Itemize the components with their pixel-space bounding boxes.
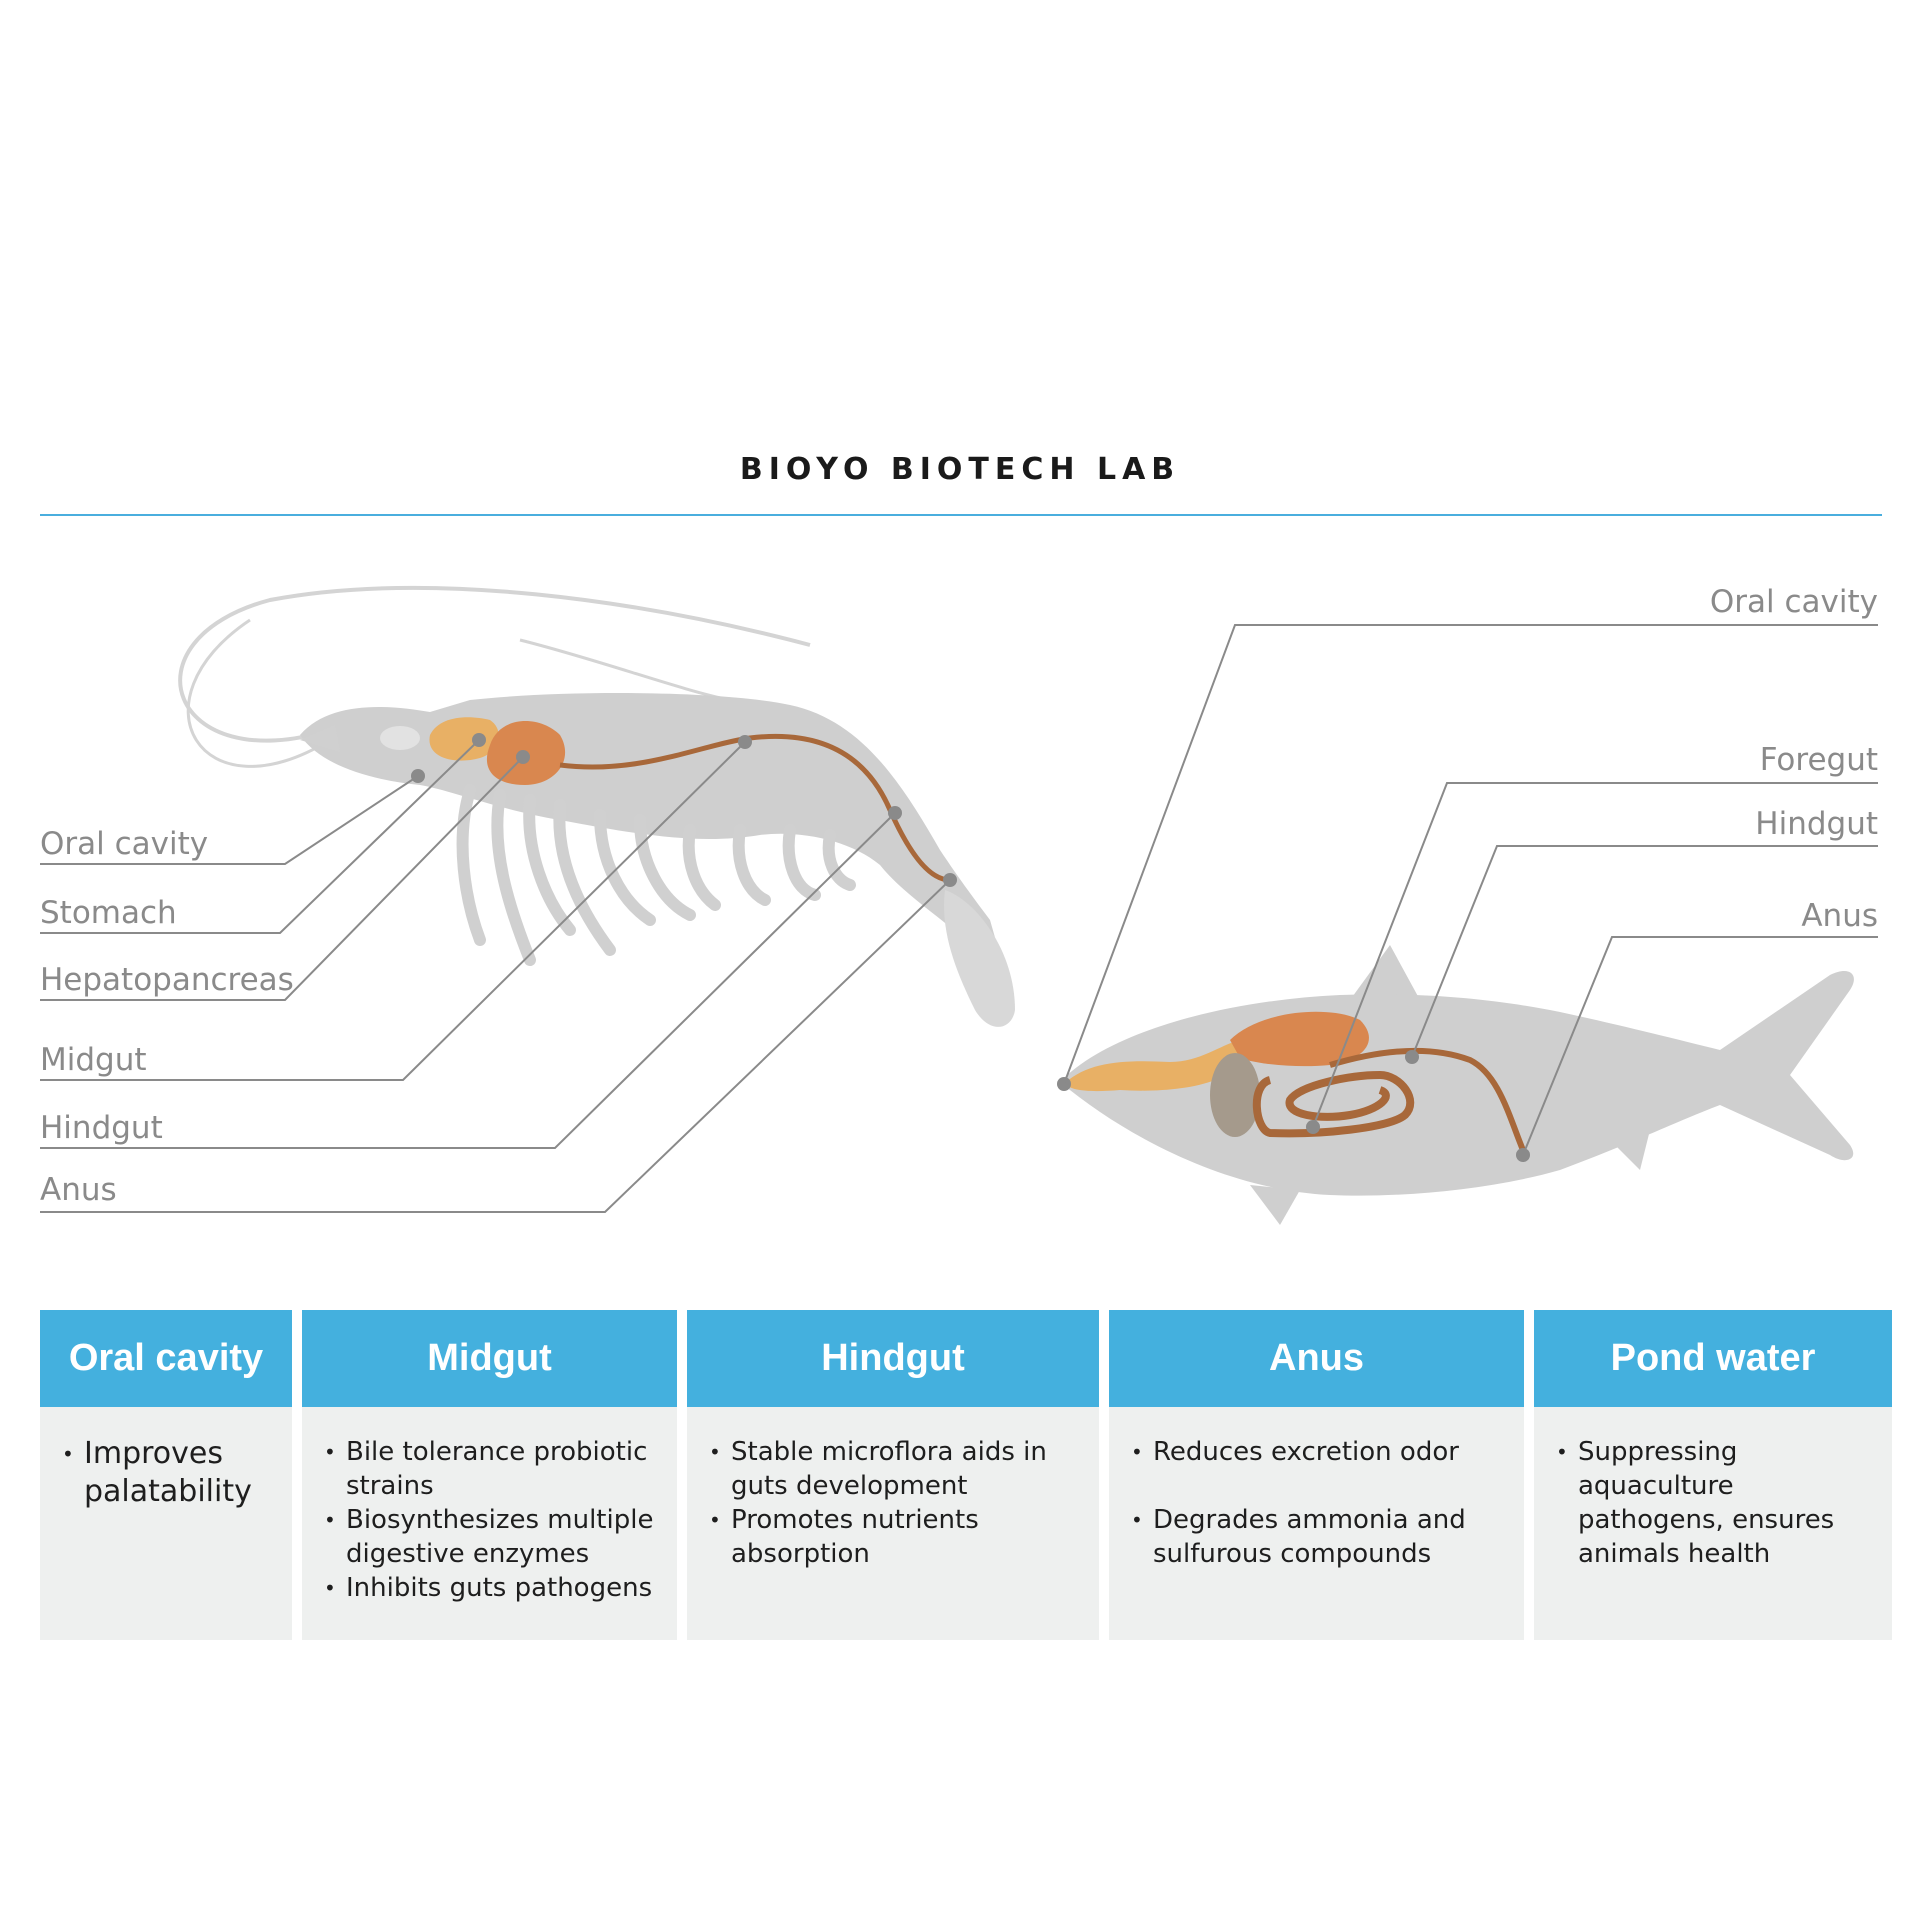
bullet-item: Degrades ammonia and sulfurous compounds (1131, 1503, 1504, 1571)
column-body: Stable microflora aids in guts developme… (687, 1407, 1099, 1640)
fish-leader-lines (1063, 624, 1878, 1156)
shrimp-leader-lines (40, 739, 951, 1213)
column-header: Midgut (302, 1310, 677, 1407)
fish-label-anus: Anus (1801, 898, 1878, 934)
shrimp-label-anus: Anus (40, 1172, 117, 1208)
fish-label-oral-cavity: Oral cavity (1710, 584, 1878, 620)
table-column-pond-water: Pond water Suppressing aquaculture patho… (1534, 1310, 1892, 1640)
column-body: Bile tolerance probiotic strains Biosynt… (302, 1407, 677, 1640)
brand-logo-text: BIOYO BIOTECH LAB (739, 452, 1181, 487)
column-header: Hindgut (687, 1310, 1099, 1407)
bullet-item: Improves palatability (62, 1435, 272, 1511)
table-column-midgut: Midgut Bile tolerance probiotic strains … (302, 1310, 677, 1640)
column-body: Improves palatability (40, 1407, 292, 1640)
shrimp-label-hepatopancreas: Hepatopancreas (40, 962, 294, 998)
bullet-item: Bile tolerance probiotic strains (324, 1435, 657, 1503)
table-column-oral-cavity: Oral cavity Improves palatability (40, 1310, 292, 1640)
bullet-item: Stable microflora aids in guts developme… (709, 1435, 1079, 1503)
fish-illustration (1057, 945, 1854, 1225)
benefits-table: Oral cavity Improves palatability Midgut… (40, 1310, 1892, 1640)
shrimp-label-midgut: Midgut (40, 1042, 147, 1078)
bullet-item: Promotes nutrients absorption (709, 1503, 1079, 1571)
table-column-anus: Anus Reduces excretion odor Degrades amm… (1109, 1310, 1524, 1640)
fish-label-foregut: Foregut (1760, 742, 1878, 778)
bullet-item: Reduces excretion odor (1131, 1435, 1504, 1469)
fish-label-hindgut: Hindgut (1755, 806, 1878, 842)
column-header: Pond water (1534, 1310, 1892, 1407)
anatomy-diagram: Oral cavity Stomach Hepatopancreas Midgu… (40, 584, 1878, 1225)
shrimp-label-hindgut: Hindgut (40, 1110, 163, 1146)
bullet-item: Biosynthesizes multiple digestive enzyme… (324, 1503, 657, 1571)
column-header: Anus (1109, 1310, 1524, 1407)
shrimp-label-stomach: Stomach (40, 895, 177, 931)
bullet-item: Inhibits guts pathogens (324, 1571, 657, 1605)
column-body: Reduces excretion odor Degrades ammonia … (1109, 1407, 1524, 1640)
bullet-item: Suppressing aquaculture pathogens, ensur… (1556, 1435, 1872, 1571)
header-divider (40, 514, 1882, 516)
table-column-hindgut: Hindgut Stable microflora aids in guts d… (687, 1310, 1099, 1640)
column-body: Suppressing aquaculture pathogens, ensur… (1534, 1407, 1892, 1640)
shrimp-illustration (178, 585, 1015, 1027)
column-header: Oral cavity (40, 1310, 292, 1407)
shrimp-label-oral-cavity: Oral cavity (40, 826, 208, 862)
